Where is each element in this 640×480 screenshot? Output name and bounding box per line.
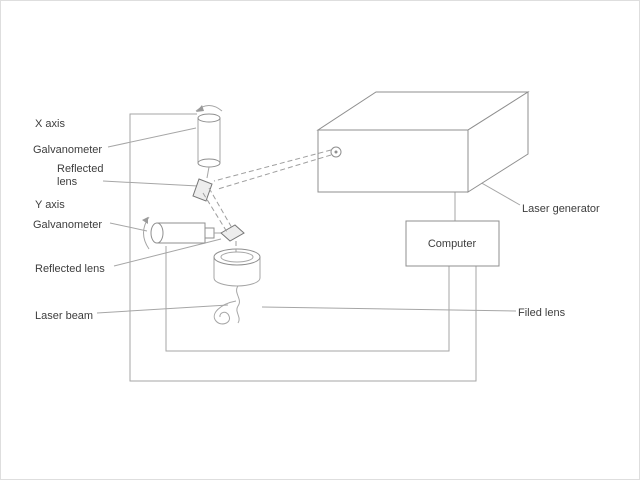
field-lens [213,248,261,287]
beam-generator-to-x-mirror-2 [217,154,332,190]
x-galvo-shaft [206,166,210,179]
x-mirror [192,178,213,202]
beam-spiral-icon [213,300,237,325]
field-lens-rim-inner [220,251,254,263]
label-laser-beam: Laser beam [35,310,93,322]
field-lens-bottom-arc [213,277,261,287]
wiring [129,113,477,382]
leader-reflected-lens-x [102,180,199,187]
computer-box [405,220,500,267]
label-x-galvanometer: Galvanometer [33,144,102,156]
x-galvanometer [192,105,223,202]
laser-generator-box [316,91,530,193]
label-laser-generator: Laser generator [522,203,600,215]
label-computer: Computer [428,238,477,250]
label-y-axis: Y axis [35,199,65,211]
labels: X axis Galvanometer Reflected lens Y axi… [33,118,600,322]
y-mirror [220,224,245,242]
label-reflected-lens-x-line1: Reflected [57,163,103,175]
wire-computer-to-x-galvo [129,113,477,382]
leader-laser-beam [96,304,229,314]
y-galvo-body [156,222,206,244]
beam-generator-to-x-mirror-1 [213,149,332,182]
leader-field-lens [261,306,517,312]
label-reflected-lens-y: Reflected lens [35,263,105,275]
x-rotation-arrowhead [196,105,204,112]
label-x-axis: X axis [35,118,65,130]
beam-wave [236,285,240,324]
leader-y-galvo [109,222,148,232]
y-galvo-coupling [204,227,215,239]
focused-beam [213,285,240,325]
x-rotation-arrow-icon [195,105,223,112]
x-galvo-bottom-cap [197,158,221,168]
laser-aperture-dot [334,150,338,154]
wire-computer-to-y-galvo [165,246,450,352]
y-rotation-arrowhead [142,217,148,224]
y-galvanometer [142,216,245,250]
leader-x-galvo [107,127,197,148]
laser-beam-path [202,149,332,252]
label-field-lens: Filed lens [518,307,566,319]
label-y-galvanometer: Galvanometer [33,219,102,231]
generator-front-face [317,129,469,193]
y-galvo-end-cap [150,222,164,244]
label-reflected-lens-x-line2: lens [57,176,78,188]
x-galvo-top-cap [197,113,221,123]
